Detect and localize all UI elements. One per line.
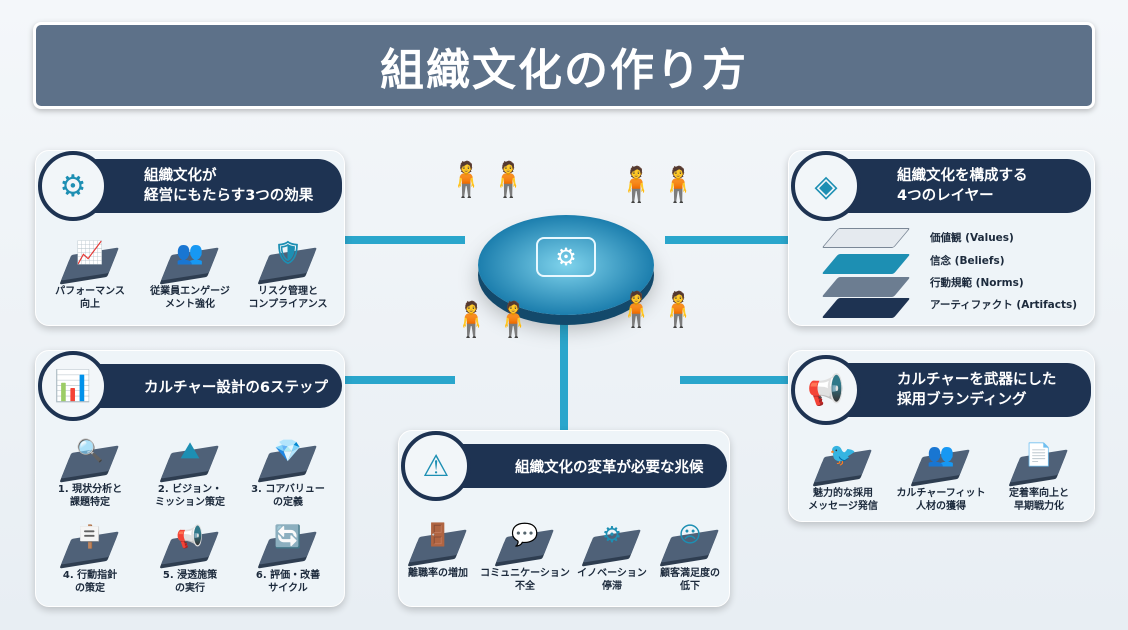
branding-item: 📄定着率向上と 早期戦力化 xyxy=(1009,443,1069,512)
layer-label: 行動規範 (Norms) xyxy=(930,277,1024,289)
layer-label: 価値観 (Values) xyxy=(930,232,1014,244)
central-hub: ⚙ xyxy=(478,215,654,315)
signs-header: 組織文化の変革が必要な兆候 xyxy=(455,444,727,488)
connector xyxy=(560,300,568,435)
sign-item: 💬コミュニケーション 不全 xyxy=(480,523,570,592)
layer-label: アーティファクト (Artifacts) xyxy=(930,299,1078,311)
business-people: 🧍🧍 xyxy=(615,290,700,330)
steps-card: カルチャー設計の6ステップ 📊 🔍1. 現状分析と 課題特定 ⛰2. ビジョン・… xyxy=(35,350,345,607)
sign-item: ☹顧客満足度の 低下 xyxy=(660,523,720,592)
connector xyxy=(665,236,789,244)
step-item: ⛰2. ビジョン・ ミッション策定 xyxy=(155,439,225,508)
layers-header: 組織文化を構成する 4つのレイヤー xyxy=(845,159,1091,213)
branding-header: カルチャーを武器にした 採用ブランディング xyxy=(845,363,1091,417)
step-item: 🔍1. 現状分析と 課題特定 xyxy=(57,439,123,508)
layers-card: 組織文化を構成する 4つのレイヤー ◈ xyxy=(788,150,1095,326)
connector xyxy=(345,376,455,384)
step-item: 💎3. コアバリュー の定義 xyxy=(251,439,325,508)
sign-item: 🚪離職率の増加 xyxy=(408,523,468,579)
step-item: 🔄6. 評価・改善 サイクル xyxy=(255,525,321,594)
warning-sign-icon: ⚠ xyxy=(401,431,471,501)
connector xyxy=(345,236,465,244)
sign-item: ⚙イノベーション 停滞 xyxy=(577,523,647,592)
brain-gear-icon: ⚙ xyxy=(536,237,596,277)
connector xyxy=(680,376,790,384)
layer-label: 信念 (Beliefs) xyxy=(930,255,1005,267)
arrows-gears-icon: ⚙ xyxy=(38,151,108,221)
business-people: 🧍🧍 xyxy=(450,300,535,340)
effect-item: 📈パフォーマンス 向上 xyxy=(55,241,125,310)
branding-item: 🐦魅力的な採用 メッセージ発信 xyxy=(808,443,878,512)
page-title: 組織文化の作り方 xyxy=(33,22,1095,109)
effect-item: 🛡リスク管理と コンプライアンス xyxy=(248,241,328,310)
effect-item: 👥従業員エンゲージ メント強化 xyxy=(150,241,230,310)
signs-card: 組織文化の変革が必要な兆候 ⚠ 🚪離職率の増加 💬コミュニケーション 不全 ⚙イ… xyxy=(398,430,730,607)
layered-cubes-icon: ◈ xyxy=(791,151,861,221)
bar-chart-icon: 📊 xyxy=(38,351,108,421)
megaphone-icon: 📢 xyxy=(791,355,861,425)
business-people: 🧍🧍 xyxy=(445,160,530,200)
branding-item: 👥カルチャーフィット 人材の獲得 xyxy=(896,443,986,512)
step-item: 📢5. 浸透施策 の実行 xyxy=(142,525,238,595)
steps-header: カルチャー設計の6ステップ xyxy=(92,364,342,408)
effects-header: 組織文化が 経営にもたらす3つの効果 xyxy=(92,159,342,213)
business-people: 🧍🧍 xyxy=(615,165,700,205)
effects-card: 組織文化が 経営にもたらす3つの効果 ⚙ 📈パフォーマンス 向上 👥従業員エンゲ… xyxy=(35,150,345,326)
branding-card: カルチャーを武器にした 採用ブランディング 📢 🐦魅力的な採用 メッセージ発信 … xyxy=(788,350,1095,522)
step-item: 🪧4. 行動指針 の策定 xyxy=(42,525,138,595)
